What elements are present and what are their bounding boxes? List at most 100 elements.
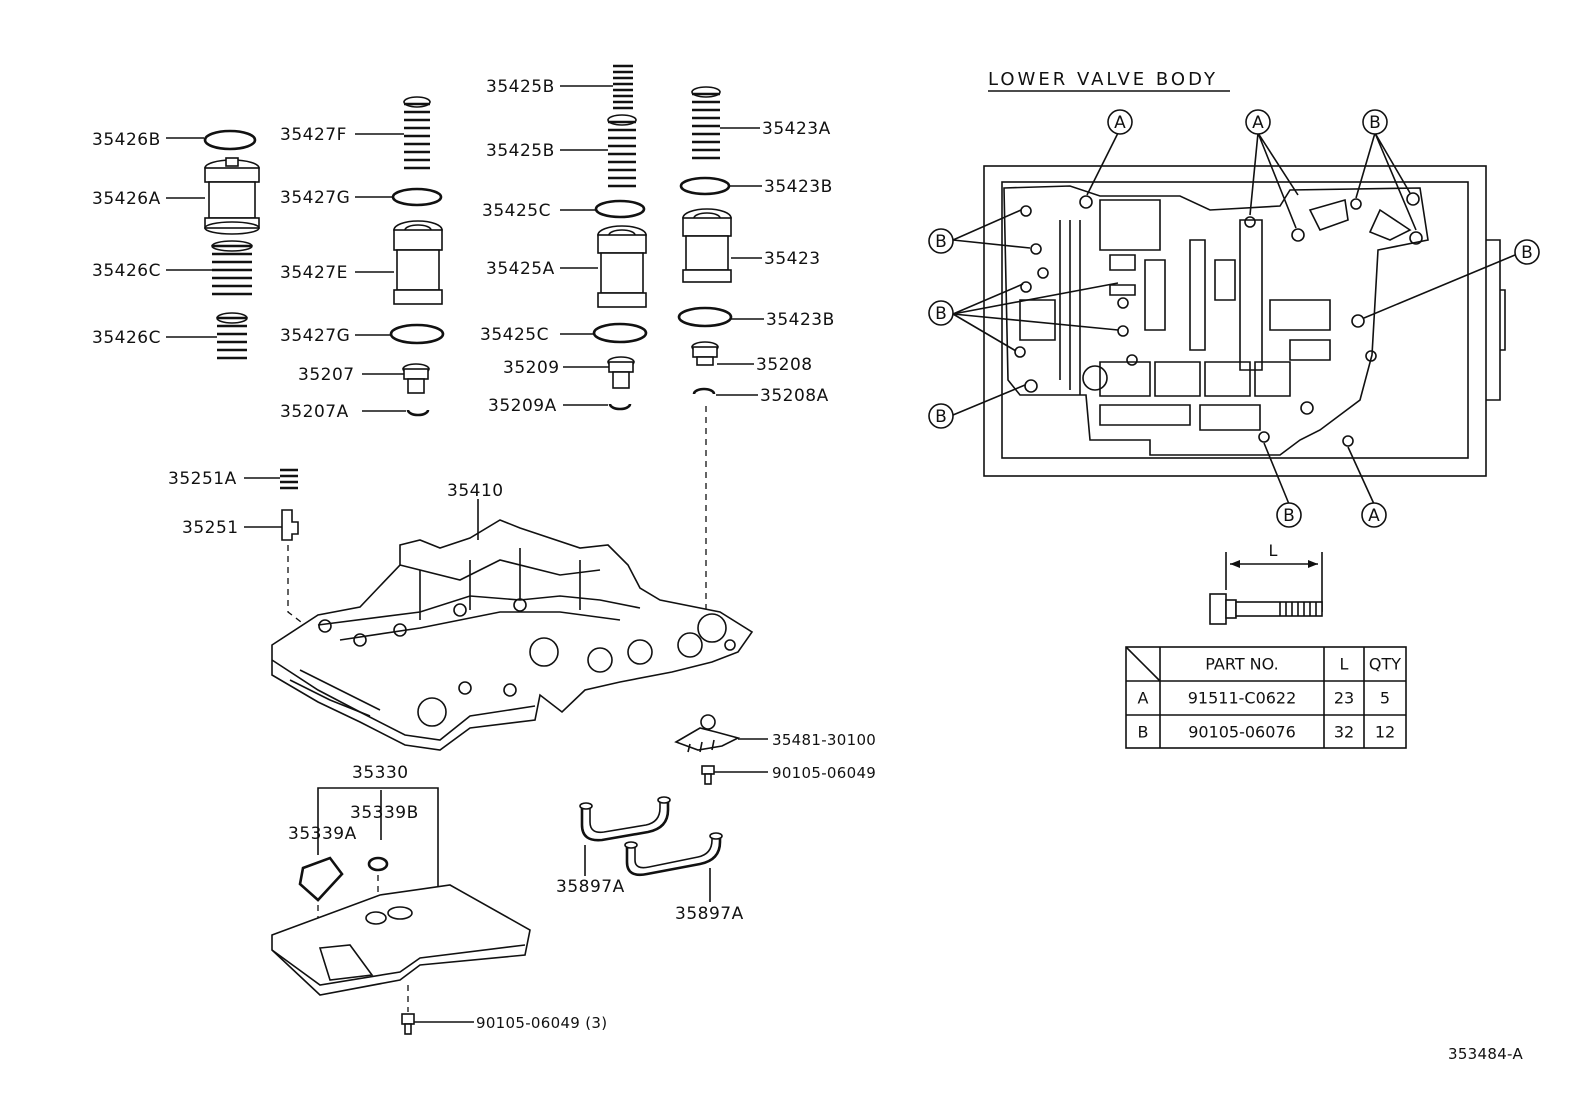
table-row-a-qty: 5 — [1380, 689, 1390, 708]
bolt-dim-label: L — [1269, 541, 1278, 560]
label-35208A: 35208A — [760, 386, 829, 406]
part-35897A-pipe-1 — [579, 796, 671, 842]
table-header-part-no: PART NO. — [1205, 655, 1278, 674]
part-35427E-sleeve — [393, 220, 443, 305]
drawing-id: 353484-A — [1448, 1045, 1523, 1063]
table-row-b-l: 32 — [1334, 723, 1354, 742]
label-35897A-2: 35897A — [675, 904, 744, 924]
part-35425C-oring-1 — [594, 199, 646, 219]
part-35251-stopper — [281, 509, 299, 541]
part-35426B-oring — [203, 129, 257, 151]
part-35481-plate — [674, 714, 741, 753]
callout-a-3: A — [1361, 502, 1387, 528]
part-35425C-oring-2 — [592, 322, 648, 344]
callout-b-6: B — [1276, 502, 1302, 528]
callout-b-1: B — [1362, 109, 1388, 135]
part-35410-valve-body — [271, 519, 754, 751]
part-35423-sleeve — [682, 208, 732, 283]
table-row-a-key: A — [1138, 689, 1149, 708]
label-35423A: 35423A — [762, 119, 831, 139]
label-35209: 35209 — [503, 358, 560, 378]
part-35208-plug — [691, 341, 719, 366]
label-35207: 35207 — [298, 365, 355, 385]
part-35425A-sleeve — [597, 225, 647, 308]
label-35425A: 35425A — [486, 259, 555, 279]
callout-b-3: B — [928, 300, 954, 326]
label-35339B: 35339B — [350, 803, 419, 823]
svg-text:B: B — [935, 304, 947, 324]
part-35427G-oring-1 — [391, 187, 443, 207]
label-35423B-1: 35423B — [764, 177, 833, 197]
svg-text:B: B — [1521, 243, 1533, 263]
callout-b-4: B — [928, 403, 954, 429]
label-35209A: 35209A — [488, 396, 557, 416]
part-35426A-piston — [204, 157, 260, 235]
callout-leaders — [952, 132, 1516, 505]
bolt-table: PART NO. L QTY A 91511-C0622 23 5 B 9010… — [1125, 646, 1407, 749]
part-35423B-oring-2 — [677, 306, 733, 328]
table-header-qty: QTY — [1369, 655, 1401, 674]
svg-text:B: B — [935, 407, 947, 427]
leader-lines — [166, 85, 768, 1023]
part-35208A-clip — [692, 387, 716, 395]
part-35207A-clip — [406, 409, 430, 417]
label-35423B-2: 35423B — [766, 310, 835, 330]
part-35251A-spring — [280, 468, 298, 490]
callout-b-5: B — [1514, 239, 1540, 265]
label-35207A: 35207A — [280, 402, 349, 422]
label-35897A-1: 35897A — [556, 877, 625, 897]
label-35426C-1: 35426C — [92, 261, 161, 281]
part-35209-plug — [607, 356, 635, 389]
label-35425B-2: 35425B — [486, 141, 555, 161]
callout-a-1: A — [1107, 109, 1133, 135]
bolt-length-figure: L — [1209, 541, 1323, 625]
assembly-line-35251 — [287, 545, 306, 626]
part-35339B-seal — [367, 856, 389, 872]
svg-text:A: A — [1252, 113, 1264, 133]
label-35423: 35423 — [764, 249, 821, 269]
label-35427E: 35427E — [280, 263, 348, 283]
part-35427G-oring-2 — [389, 323, 445, 345]
label-35208: 35208 — [756, 355, 813, 375]
assembly-lines-filter — [317, 875, 379, 940]
table-row-a-l: 23 — [1334, 689, 1354, 708]
part-35427F-spring — [403, 96, 431, 170]
label-35330: 35330 — [352, 763, 409, 783]
table-row-b-qty: 12 — [1375, 723, 1395, 742]
svg-text:B: B — [1283, 506, 1295, 526]
label-90105-06049-3: 90105-06049 (3) — [476, 1014, 607, 1032]
part-35426C-spring-1 — [211, 240, 253, 296]
svg-text:A: A — [1114, 113, 1126, 133]
label-35425B-1: 35425B — [486, 77, 555, 97]
label-35425C-1: 35425C — [482, 201, 551, 221]
label-35251A: 35251A — [168, 469, 237, 489]
label-35426B: 35426B — [92, 130, 161, 150]
label-35251: 35251 — [182, 518, 239, 538]
table-row-a-part-no: 91511-C0622 — [1188, 689, 1297, 708]
svg-text:B: B — [1369, 113, 1381, 133]
label-35427G-1: 35427G — [280, 188, 350, 208]
table-header-l: L — [1340, 655, 1349, 674]
part-90105-06049-bolt-3 — [401, 1013, 415, 1035]
bracket-35330 — [317, 787, 439, 908]
part-90105-06049-bolt — [701, 765, 715, 785]
svg-text:A: A — [1368, 506, 1380, 526]
callout-b-2: B — [928, 228, 954, 254]
table-row-b-part-no: 90105-06076 — [1188, 723, 1296, 742]
label-35426A: 35426A — [92, 189, 161, 209]
part-35207-plug — [402, 363, 430, 394]
part-35425B-spring-2 — [607, 114, 637, 188]
part-35425B-spring-1 — [613, 64, 633, 110]
callout-a-2: A — [1245, 109, 1271, 135]
label-35481-30100: 35481-30100 — [772, 731, 876, 749]
part-35209A-clip — [608, 403, 632, 411]
label-35410: 35410 — [447, 481, 504, 501]
svg-text:B: B — [935, 232, 947, 252]
lower-valve-body-drawing — [983, 165, 1506, 477]
label-35427F: 35427F — [280, 125, 347, 145]
part-35897A-pipe-2 — [624, 832, 723, 877]
part-35423B-oring-1 — [679, 176, 731, 196]
part-35423A-spring — [691, 86, 721, 160]
